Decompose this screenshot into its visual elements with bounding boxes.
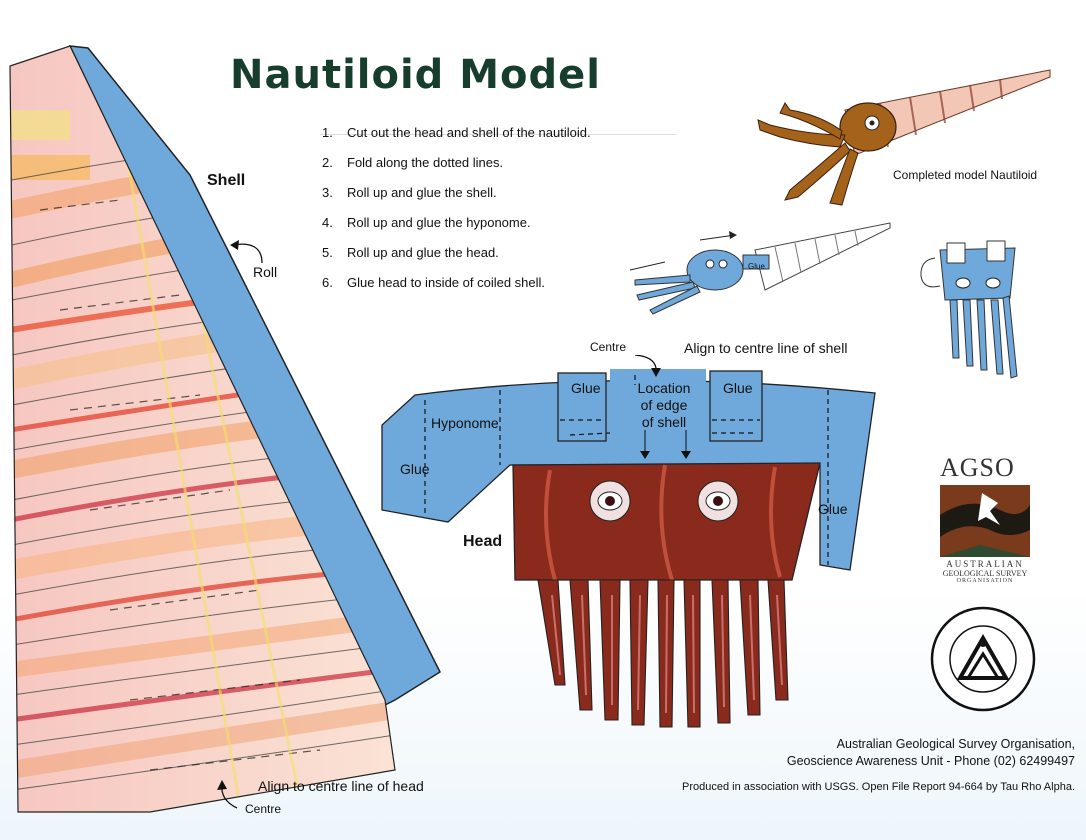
instruction-step: 2.Fold along the dotted lines. [322,155,504,170]
credit-line2: Geoscience Awareness Unit - Phone (02) 6… [786,754,1075,768]
instruction-step: 1.Cut out the head and shell of the naut… [322,125,591,140]
glue-right-label: Glue [818,501,848,517]
shell-label: Shell [207,172,246,189]
head-body [512,462,821,581]
agso-abbr: AGSO [940,453,1015,482]
location-label: Location [637,380,691,396]
head-cutout [381,355,876,728]
assembly-diagram [629,222,891,315]
instruction-step: 5.Roll up and glue the head. [322,245,499,260]
instruction-list: 1.Cut out the head and shell of the naut… [322,125,702,305]
agso-logo-icon [940,485,1030,557]
of-edge-label: of edge [640,397,688,413]
completed-nautiloid-illustration [757,69,1051,206]
glue-tab-right [709,370,763,442]
divider [320,134,676,135]
of-shell-label: of shell [641,414,687,430]
glue-small-label: Glue [748,262,765,271]
hyponome-label: Hyponome [431,415,499,431]
agso-line3: ORGANISATION [956,578,1014,584]
centre-bottom-label: Centre [245,802,282,816]
glue-tab-left-label: Glue [571,380,601,396]
agso-line1: AUSTRALIAN [946,559,1024,569]
align-head-label: Align to centre line of head [258,778,424,794]
completed-model-label: Completed model Nautiloid [893,168,1038,182]
instruction-step: 6.Glue head to inside of coiled shell. [322,275,546,290]
glue-left-label: Glue [400,461,430,477]
head-roll-diagram [920,240,1018,379]
centre-top-label: Centre [590,340,627,354]
shell-cutout [9,45,441,813]
roll-label: Roll [253,264,278,280]
instruction-step: 4.Roll up and glue the hyponome. [322,215,531,230]
head-eyes-icon [589,480,739,522]
align-shell-label: Align to centre line of shell [684,340,848,356]
usgs-seal-icon [930,606,1036,712]
page-title: Nautiloid Model [230,52,601,98]
glue-tab-right-label: Glue [723,380,753,396]
instruction-step: 3.Roll up and glue the shell. [322,185,497,200]
credit-line1: Australian Geological Survey Organisatio… [836,737,1075,751]
head-label: Head [463,533,503,550]
credit-line3: Produced in association with USGS. Open … [682,781,1075,793]
agso-line2: GEOLOGICAL SURVEY [942,569,1028,578]
glue-tab-left [557,372,607,442]
